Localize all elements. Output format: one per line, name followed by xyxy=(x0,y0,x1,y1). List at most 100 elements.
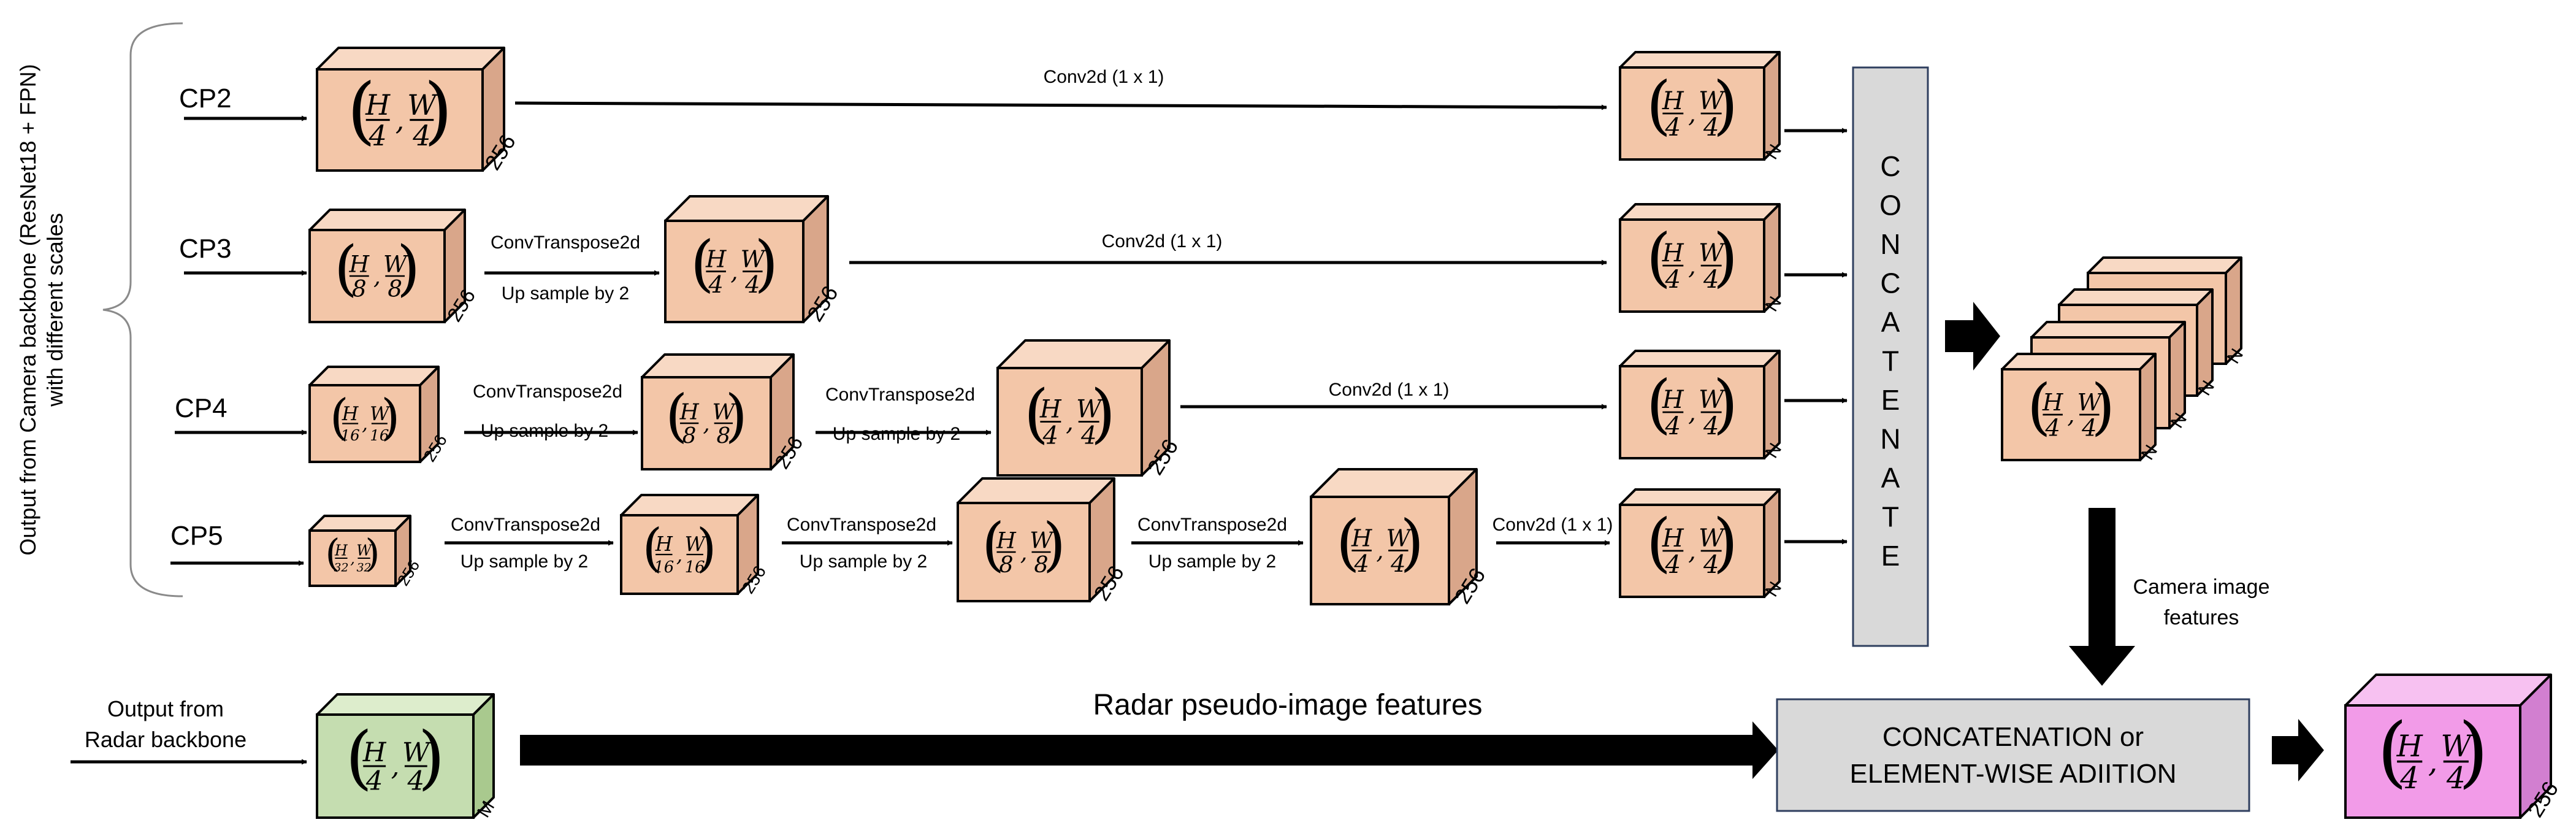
frac-w-denominator: 8 xyxy=(1034,551,1048,578)
frac-comma: , xyxy=(396,104,405,137)
frac-w-denominator: 4 xyxy=(2081,414,2096,442)
block-n-cp4-top xyxy=(1619,350,1781,367)
frac-w-denominator: 8 xyxy=(388,275,402,302)
frac-w-numerator: W xyxy=(685,532,707,556)
radar-features-label: Radar pseudo-image features xyxy=(1093,689,1482,721)
frac-h-numerator: H xyxy=(705,246,727,274)
paren-open: ( xyxy=(1646,221,1672,294)
block-cp4-h16-face xyxy=(308,384,421,463)
block-n-cp2-top xyxy=(1619,51,1781,69)
frac-h-denominator: 4 xyxy=(1353,550,1369,578)
fusion-block xyxy=(1776,698,2250,812)
frac-h-numerator: H xyxy=(342,404,359,425)
frac-h-denominator: 4 xyxy=(365,766,383,797)
frac-h-numerator: H xyxy=(679,400,700,425)
concatenate-letter: O xyxy=(1879,190,1901,221)
concatenate-letter: N xyxy=(1880,228,1900,260)
frac-comma: , xyxy=(676,543,682,566)
frac-h-denominator: 8 xyxy=(682,423,697,448)
frac-w-numerator: W xyxy=(407,88,438,121)
frac-h-denominator: 16 xyxy=(341,426,360,444)
frac-comma: , xyxy=(1688,252,1696,280)
fusion-label-line1: CONCATENATION or xyxy=(1882,722,2144,752)
backbone-label-line2: with different scales xyxy=(42,213,67,407)
block-n-cp2-face xyxy=(1619,66,1765,161)
arrow-cp2-conv xyxy=(514,101,1607,110)
frac-comma: , xyxy=(1688,537,1696,566)
paren-close: ) xyxy=(1713,221,1738,294)
frac-comma: , xyxy=(2428,745,2437,779)
radar-input-label-line2: Radar backbone xyxy=(85,727,247,752)
op-label-upsample-cp5-2: Up sample by 2 xyxy=(800,551,927,572)
paren-open: ( xyxy=(330,388,349,445)
block-cp2-h4-face xyxy=(316,68,484,172)
frac-h-numerator: H xyxy=(1662,87,1684,115)
block-cp4-h8-top xyxy=(641,353,795,378)
op-label-upsample-cp5-1: Up sample by 2 xyxy=(461,551,588,572)
concatenate-letter: A xyxy=(1881,462,1900,494)
frac-h-numerator: H xyxy=(996,527,1017,553)
op-label-upsample-cp3: Up sample by 2 xyxy=(502,283,629,304)
paren-open: ( xyxy=(1646,69,1672,142)
paren-open: ( xyxy=(334,234,357,303)
backbone-brace xyxy=(102,22,183,597)
block-cp5-h16-face xyxy=(620,514,739,595)
stack-layer-1-face xyxy=(2001,368,2141,461)
paren-close: ) xyxy=(1043,511,1066,578)
input-label-cp4: CP4 xyxy=(175,393,227,423)
block-cp5-h32-top xyxy=(308,515,411,532)
frac-h-denominator: 16 xyxy=(654,558,674,577)
stack-layer-3-top xyxy=(2058,288,2214,306)
paren-close: ) xyxy=(365,531,380,575)
thick-arrow-down-camera xyxy=(2069,508,2135,686)
frac-h-denominator: 4 xyxy=(2044,414,2060,442)
block-cp5-h32-face xyxy=(308,529,397,587)
frac-h-denominator: 4 xyxy=(1042,421,1058,450)
frac-w-denominator: 32 xyxy=(356,561,371,574)
frac-w-denominator: 4 xyxy=(1703,412,1719,440)
paren-open: ( xyxy=(345,716,372,797)
paren-close: ) xyxy=(2458,706,2488,796)
frac-w-numerator: W xyxy=(741,246,766,274)
block-cp3-h4-face xyxy=(664,220,805,323)
frac-h-numerator: H xyxy=(655,532,673,556)
paren-close: ) xyxy=(725,383,747,449)
paren-close: ) xyxy=(2091,372,2115,442)
paren-open: ( xyxy=(1646,506,1672,580)
frac-h-denominator: 4 xyxy=(369,119,387,152)
frac-comma: , xyxy=(1688,100,1696,128)
block-output-face xyxy=(2344,704,2521,819)
concatenate-letter: E xyxy=(1881,384,1900,416)
thick-arrow-radar xyxy=(520,721,1778,779)
frac-w-numerator: W xyxy=(1699,524,1726,553)
paren-close: ) xyxy=(1713,69,1738,142)
op-label-convtranspose-cp3: ConvTranspose2d xyxy=(491,232,640,253)
paren-close: ) xyxy=(754,229,778,299)
block-cp5-h8-face xyxy=(957,502,1091,602)
paren-close: ) xyxy=(1713,506,1738,580)
frac-w-denominator: 4 xyxy=(1080,421,1096,450)
block-cp5-h16-top xyxy=(620,494,759,516)
frac-h-denominator: 8 xyxy=(999,551,1013,578)
block-n-cp5-face xyxy=(1619,504,1765,598)
frac-w-numerator: W xyxy=(1699,239,1726,267)
frac-w-numerator: W xyxy=(402,737,432,768)
fusion-label-line2: ELEMENT-WISE ADIITION xyxy=(1850,759,2177,789)
frac-w-numerator: W xyxy=(2077,389,2103,416)
